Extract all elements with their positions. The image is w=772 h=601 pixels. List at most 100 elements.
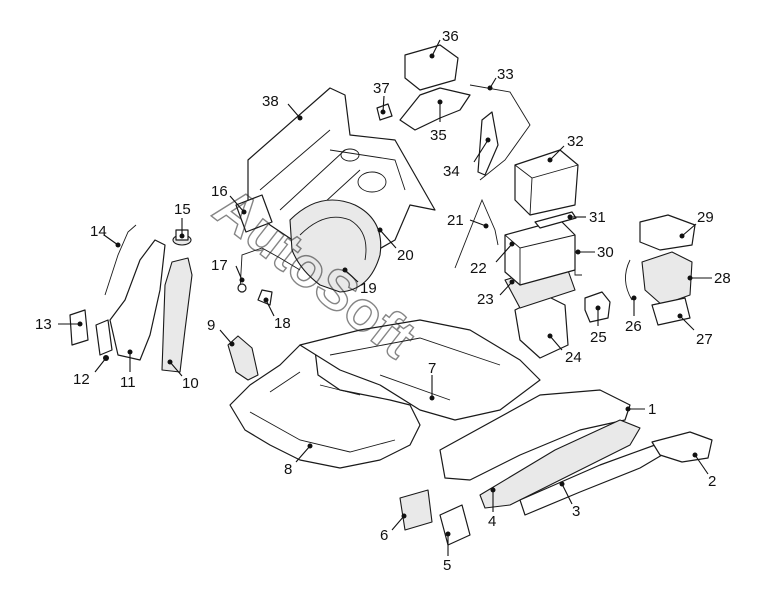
part-7-crossmember <box>299 319 541 421</box>
callout-4: 4 <box>488 487 496 530</box>
callout-label-37: 37 <box>373 80 390 97</box>
callout-10: 10 <box>167 359 199 392</box>
callout-label-13: 13 <box>35 316 52 333</box>
callout-label-30: 30 <box>597 244 614 261</box>
callout-label-3: 3 <box>572 503 580 520</box>
callout-31: 31 <box>567 209 606 226</box>
callout-32: 32 <box>547 133 584 163</box>
callout-label-17: 17 <box>211 257 228 274</box>
part-31-clamp <box>534 211 577 229</box>
part-14-hose <box>104 224 137 296</box>
callout-label-34: 34 <box>443 163 460 180</box>
part-6-mount <box>399 489 433 531</box>
callout-21: 21 <box>447 212 489 229</box>
callout-label-26: 26 <box>625 318 642 335</box>
part-32-box <box>514 149 579 216</box>
callout-38: 38 <box>262 93 303 121</box>
callout-label-31: 31 <box>589 209 606 226</box>
part-33-cable <box>469 84 531 181</box>
callout-36: 36 <box>429 28 459 59</box>
part-16-bracket <box>235 194 273 233</box>
callout-label-25: 25 <box>590 329 607 346</box>
callout-13: 13 <box>35 316 83 333</box>
callout-label-2: 2 <box>708 473 716 490</box>
callout-label-8: 8 <box>284 461 292 478</box>
callout-6: 6 <box>380 513 407 544</box>
part-29-cover <box>639 214 696 251</box>
callout-12: 12 <box>73 355 109 388</box>
callout-3: 3 <box>559 481 580 520</box>
callout-label-7: 7 <box>428 360 436 377</box>
callout-29: 29 <box>679 209 714 239</box>
part-12-bracket <box>95 319 113 361</box>
callout-7: 7 <box>428 360 436 401</box>
part-36-module <box>404 44 459 91</box>
callout-9: 9 <box>207 317 235 347</box>
callout-label-28: 28 <box>714 270 731 287</box>
callout-30: 30 <box>575 244 614 261</box>
callout-2: 2 <box>692 452 716 490</box>
callout-18: 18 <box>263 297 291 332</box>
callout-25: 25 <box>590 305 607 346</box>
part-26-strap <box>625 259 633 301</box>
callout-label-1: 1 <box>648 401 656 418</box>
part-8-subframe <box>229 344 421 469</box>
part-10-duct <box>161 257 193 373</box>
callout-label-12: 12 <box>73 371 90 388</box>
callout-label-35: 35 <box>430 127 447 144</box>
callout-1: 1 <box>625 401 656 418</box>
part-20-wheel-arch <box>289 199 382 293</box>
part-35-support <box>399 87 471 131</box>
callout-label-9: 9 <box>207 317 215 334</box>
part-13-bracket <box>69 309 89 346</box>
callout-22: 22 <box>470 241 515 277</box>
callout-label-6: 6 <box>380 527 388 544</box>
callout-label-20: 20 <box>397 247 414 264</box>
callout-label-36: 36 <box>442 28 459 45</box>
callout-15: 15 <box>174 201 191 239</box>
callout-17: 17 <box>211 257 245 283</box>
callout-23: 23 <box>477 279 515 308</box>
callout-label-18: 18 <box>274 315 291 332</box>
part-3-reinforcement <box>519 444 663 516</box>
part-17-bracket <box>237 247 301 293</box>
callout-label-21: 21 <box>447 212 464 229</box>
callout-11: 11 <box>120 349 136 391</box>
part-21-bracket <box>454 198 499 269</box>
callout-label-29: 29 <box>697 209 714 226</box>
part-28-unit <box>641 251 693 306</box>
callout-26: 26 <box>625 295 642 335</box>
callout-label-24: 24 <box>565 349 582 366</box>
part-1-rail <box>439 389 631 481</box>
part-9-mount <box>227 335 259 381</box>
callout-label-32: 32 <box>567 133 584 150</box>
callout-24: 24 <box>547 333 582 366</box>
callout-5: 5 <box>443 531 451 574</box>
callout-34: 34 <box>443 137 491 180</box>
part-5-mount <box>439 504 471 546</box>
callout-28: 28 <box>687 270 731 287</box>
callout-20: 20 <box>377 227 414 264</box>
callout-label-38: 38 <box>262 93 279 110</box>
callout-16: 16 <box>211 183 247 215</box>
callout-label-16: 16 <box>211 183 228 200</box>
callout-label-5: 5 <box>443 557 451 574</box>
callout-27: 27 <box>677 313 713 348</box>
callout-label-19: 19 <box>360 280 377 297</box>
part-34-bracket <box>477 111 499 176</box>
callout-label-22: 22 <box>470 260 487 277</box>
callout-label-10: 10 <box>182 375 199 392</box>
callout-8: 8 <box>284 443 313 478</box>
part-11-reservoir <box>109 239 166 361</box>
callout-33: 33 <box>487 66 514 91</box>
callout-label-33: 33 <box>497 66 514 83</box>
part-30-rod <box>574 235 582 276</box>
callout-label-27: 27 <box>696 331 713 348</box>
part-2-bracket <box>651 431 713 463</box>
callout-37: 37 <box>373 80 390 115</box>
callout-label-11: 11 <box>120 374 136 391</box>
part-18-clip <box>257 289 273 306</box>
callout-19: 19 <box>342 267 377 297</box>
callout-label-14: 14 <box>90 223 107 240</box>
